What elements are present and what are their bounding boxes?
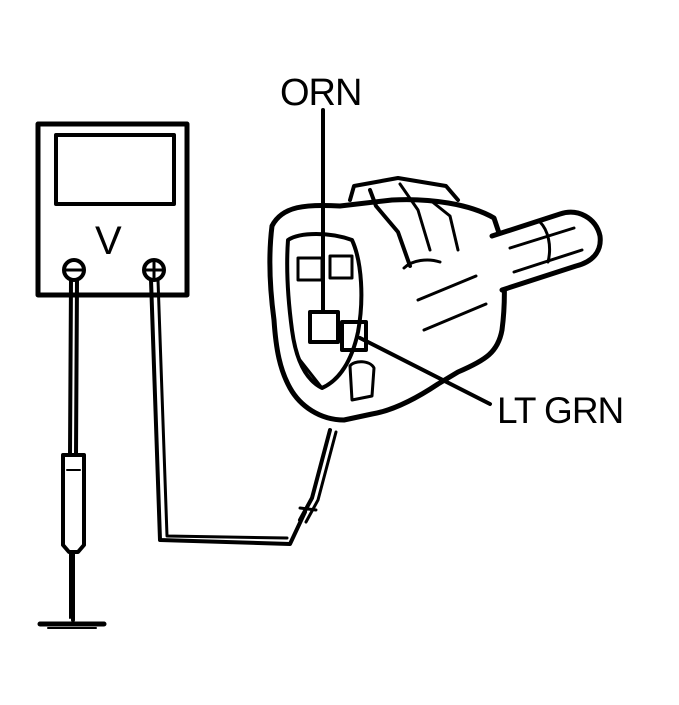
negative-terminal-icon (62, 258, 86, 282)
wire-label-orn: ORN (280, 72, 362, 114)
wire-label-lt-grn: LT GRN (497, 390, 624, 431)
voltmeter-icon (35, 121, 190, 298)
positive-lead (149, 278, 338, 546)
probe-icon (61, 453, 86, 622)
positive-terminal-icon (142, 258, 166, 282)
connector-icon (267, 176, 603, 423)
ground-icon (37, 621, 107, 629)
negative-lead (68, 278, 79, 457)
ltgrn-leader-line (358, 336, 492, 406)
voltmeter-unit-label: V (95, 219, 122, 263)
